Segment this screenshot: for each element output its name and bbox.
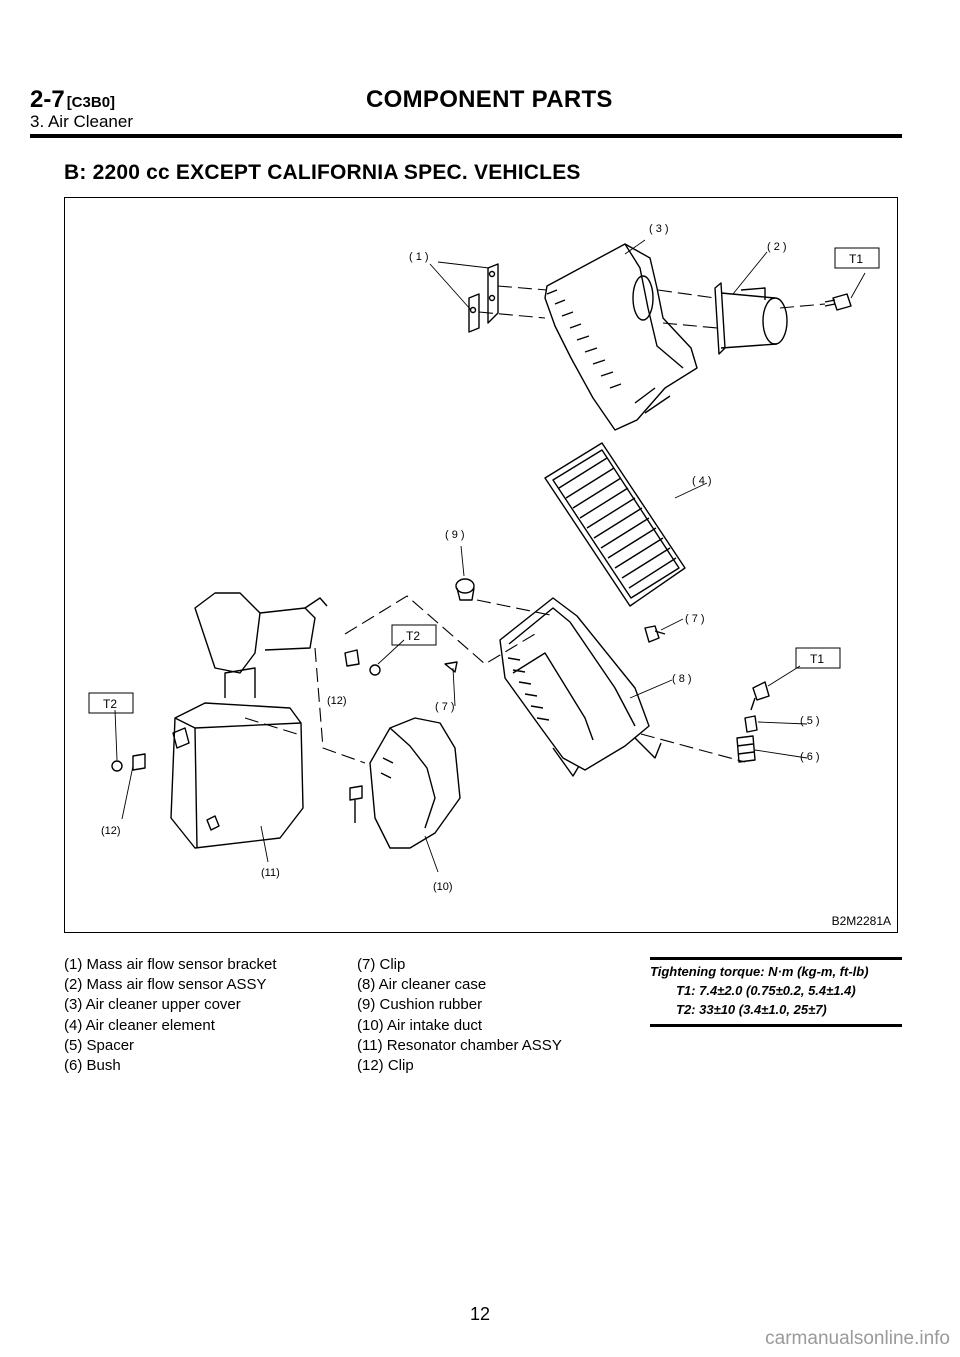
legend-item: (8) Air cleaner case (357, 976, 487, 994)
watermark: carmanualsonline.info (765, 1328, 950, 1349)
air-cleaner-case (499, 597, 662, 777)
callout-3: ( 3 ) (649, 223, 669, 235)
air-intake-duct (369, 717, 461, 849)
torque-box-bottom-rule (650, 1024, 902, 1027)
header-rule (30, 134, 902, 138)
callout-8: ( 8 ) (672, 673, 692, 685)
torque-tags (88, 247, 880, 714)
exploded-view-figure: ( 1 ) ( 2 ) ( 3 ) ( 4 ) ( 5 ) ( 6 ) ( 7 … (64, 197, 898, 933)
torque-spec-box: Tightening torque: N·m (kg-m, ft-lb) T1:… (650, 957, 902, 1027)
legend-item: (2) Mass air flow sensor ASSY (64, 976, 267, 994)
callout-labels: ( 1 ) ( 2 ) ( 3 ) ( 4 ) ( 5 ) ( 6 ) ( 7 … (101, 223, 820, 893)
legend-item: (9) Cushion rubber (357, 996, 483, 1014)
torque-tag-t2-left: T2 (103, 697, 117, 711)
clip-left (111, 753, 146, 772)
torque-spec-t2: T2: 33±10 (3.4±1.0, 25±7) (676, 1002, 827, 1017)
air-cleaner-upper-cover (544, 243, 698, 431)
torque-tag-t1-upper: T1 (849, 252, 863, 266)
callout-11: (11) (261, 867, 280, 879)
clip-upper (644, 625, 666, 643)
figure-code: B2M2281A (831, 914, 891, 928)
torque-box-top-rule (650, 957, 902, 960)
mass-air-flow-sensor-bracket (468, 263, 499, 333)
legend-item: (12) Clip (357, 1057, 414, 1075)
legend-item: (6) Bush (64, 1057, 121, 1075)
legend-item: (3) Air cleaner upper cover (64, 996, 241, 1014)
page-number: 12 (469, 1304, 491, 1324)
legend-column-2: (7) Clip (8) Air cleaner case (9) Cushio… (357, 955, 562, 1076)
legend-item: (7) Clip (357, 956, 406, 973)
page-heading: B: 2200 cc EXCEPT CALIFORNIA SPEC. VEHIC… (64, 161, 581, 184)
callout-10: (10) (433, 881, 453, 893)
torque-tag-t1-right: T1 (810, 652, 824, 666)
section-code: [C3B0] (66, 94, 116, 111)
torque-box-title: Tightening torque: N·m (kg-m, ft-lb) (650, 964, 869, 979)
legend-item: (5) Spacer (64, 1036, 135, 1054)
section-subtitle: 3. Air Cleaner (30, 112, 133, 131)
air-cleaner-element (544, 442, 686, 607)
resonator-chamber-assy (170, 592, 328, 849)
legend-item: (11) Resonator chamber ASSY (357, 1036, 562, 1054)
legend-item: (4) Air cleaner element (64, 1016, 215, 1034)
callout-4: ( 4 ) (692, 475, 712, 487)
exploded-view-drawing: ( 1 ) ( 2 ) ( 3 ) ( 4 ) ( 5 ) ( 6 ) ( 7 … (88, 223, 880, 893)
torque-tag-t2-middle: T2 (406, 629, 420, 643)
callout-9: ( 9 ) (445, 529, 465, 541)
callout-12-middle: (12) (327, 695, 347, 707)
bush (736, 735, 756, 763)
clip-middle (344, 649, 381, 676)
mass-air-flow-sensor-assy (714, 282, 788, 355)
bolt-t1-upper (824, 293, 852, 311)
section-number-block: 2-7[C3B0] (30, 86, 115, 114)
callout-7-left: ( 7 ) (435, 701, 455, 713)
cushion-rubber (455, 578, 475, 601)
callout-6: ( 6 ) (800, 751, 820, 763)
section-number: 2-7 (30, 86, 65, 113)
spacer (744, 715, 758, 733)
bolt-t1-right (750, 681, 770, 711)
legend-column-1: (1) Mass air flow sensor bracket (2) Mas… (64, 955, 277, 1076)
callout-5: ( 5 ) (800, 715, 820, 727)
bolt-duct (349, 785, 363, 823)
clip-lower (444, 661, 458, 673)
callout-1: ( 1 ) (409, 251, 429, 263)
torque-spec-t1: T1: 7.4±2.0 (0.75±0.2, 5.4±1.4) (676, 983, 856, 998)
legend-item: (10) Air intake duct (357, 1016, 483, 1034)
page-header-title: COMPONENT PARTS (366, 86, 613, 113)
callout-2: ( 2 ) (767, 241, 787, 253)
legend-item: (1) Mass air flow sensor bracket (64, 956, 277, 973)
callout-12-left: (12) (101, 825, 121, 837)
callout-7-right: ( 7 ) (685, 613, 705, 625)
